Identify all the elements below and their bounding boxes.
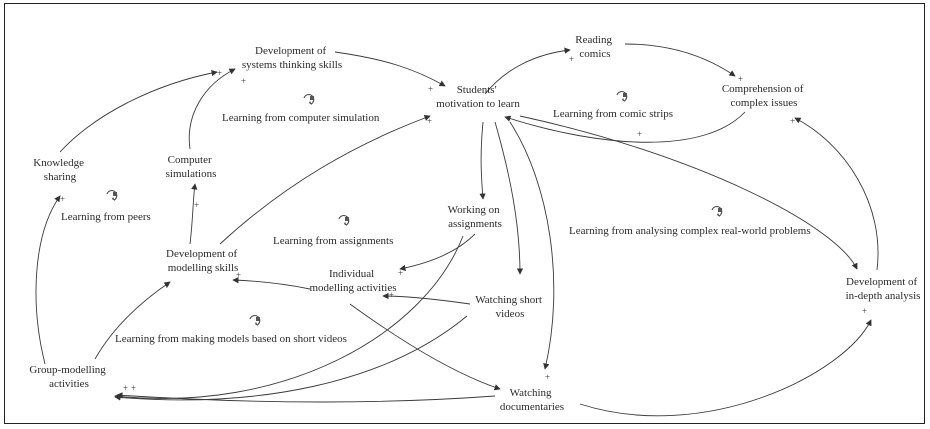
link-knowledge-to-systems: [59, 69, 218, 153]
link-computer-sim-to-systems: [188, 68, 236, 150]
polarity-sign: +: [123, 383, 128, 393]
link-in-depth-to-comprehension: [794, 117, 879, 271]
link-motivation-to-documentaries: [509, 121, 555, 370]
loop-labels: Learning from computer simulation Learni…: [61, 108, 811, 345]
loop-label-computer-simulation: Learning from computer simulation: [222, 112, 380, 124]
polarity-sign: +: [164, 281, 169, 291]
polarity-sign: +: [790, 116, 795, 126]
node-motivation: Students' motivation to learn: [436, 84, 520, 110]
link-motivation-to-short-videos: [494, 121, 524, 275]
polarity-sign: +: [545, 372, 550, 382]
link-working-to-individual: [399, 233, 476, 272]
polarity-sign: +: [241, 76, 246, 86]
reinforcing-loop-icon: [338, 214, 350, 227]
link-individual-to-documentaries: [349, 303, 501, 391]
loop-label-real-world: Learning from analysing complex real-wor…: [569, 225, 811, 237]
node-documentaries: Watching documentaries: [500, 387, 564, 413]
polarity-signs: + + + + + + + + + + + + + + + + + +: [60, 54, 867, 393]
polarity-sign: +: [427, 116, 432, 126]
loop-label-comic-strips: Learning from comic strips: [553, 108, 673, 120]
polarity-sign: +: [738, 74, 743, 84]
variables: Development of systems thinking skills S…: [29, 34, 920, 413]
causal-links: [35, 43, 879, 417]
polarity-sign: +: [194, 200, 199, 210]
link-modelling-to-computer-sim: [189, 183, 198, 245]
polarity-sign: +: [398, 268, 403, 278]
link-reading-to-comprehension: [624, 43, 736, 77]
node-group-modelling: Group-modelling activities: [29, 364, 108, 390]
polarity-sign: +: [569, 54, 574, 64]
link-systems-to-motivation: [334, 51, 446, 87]
polarity-sign: +: [131, 383, 136, 393]
link-comprehension-to-motivation: [504, 111, 746, 143]
node-systems-thinking: Development of systems thinking skills: [242, 45, 342, 71]
polarity-sign: +: [217, 68, 222, 78]
reinforcing-loop-icon: [303, 93, 315, 106]
causal-loop-diagram: + + + + + + + + + + + + + + + + + + Lear…: [29, 34, 920, 417]
node-short-videos: Watching short videos: [475, 294, 544, 320]
link-working-to-group: [114, 235, 464, 400]
link-documentaries-to-group: [116, 392, 496, 403]
loop-label-peers: Learning from peers: [61, 211, 151, 223]
link-short-videos-to-individual: [382, 292, 471, 305]
reinforcing-loop-icon: [711, 205, 723, 218]
polarity-sign: +: [428, 84, 433, 94]
node-reading-comics: Reading comics: [575, 34, 614, 60]
link-documentaries-to-in-depth: [579, 319, 872, 417]
loop-icons: [106, 90, 723, 327]
link-motivation-to-in-depth: [519, 115, 858, 270]
polarity-sign: +: [236, 270, 241, 280]
reinforcing-loop-icon: [106, 189, 118, 202]
node-comprehension: Comprehension of complex issues: [722, 83, 806, 109]
node-in-depth-analysis: Development of in-depth analysis: [846, 276, 921, 302]
link-group-to-modelling: [94, 281, 171, 360]
reinforcing-loop-icon: [616, 90, 628, 103]
reinforcing-loop-icon: [249, 314, 261, 327]
polarity-sign: +: [389, 290, 394, 300]
loop-label-short-videos: Learning from making models based on sho…: [115, 333, 347, 345]
link-motivation-to-reading: [484, 47, 571, 95]
node-knowledge-sharing: Knowledge sharing: [33, 157, 86, 183]
link-group-to-knowledge: [35, 195, 61, 365]
node-working-assignments: Working on assignments: [448, 204, 503, 230]
polarity-sign: +: [60, 194, 65, 204]
loop-label-assignments: Learning from assignments: [273, 235, 393, 247]
node-individual-modelling: Individual modelling activities: [309, 268, 396, 294]
diagram-frame: + + + + + + + + + + + + + + + + + + Lear…: [4, 3, 925, 424]
link-motivation-to-working: [479, 121, 486, 200]
link-individual-to-modelling: [232, 277, 311, 290]
polarity-sign: +: [637, 129, 642, 139]
node-modelling-skills: Development of modelling skills: [166, 248, 240, 274]
link-short-videos-to-group: [114, 315, 468, 401]
link-modelling-to-motivation: [219, 114, 431, 245]
polarity-sign: +: [862, 306, 867, 316]
node-computer-simulations: Computer simulations: [166, 154, 217, 180]
